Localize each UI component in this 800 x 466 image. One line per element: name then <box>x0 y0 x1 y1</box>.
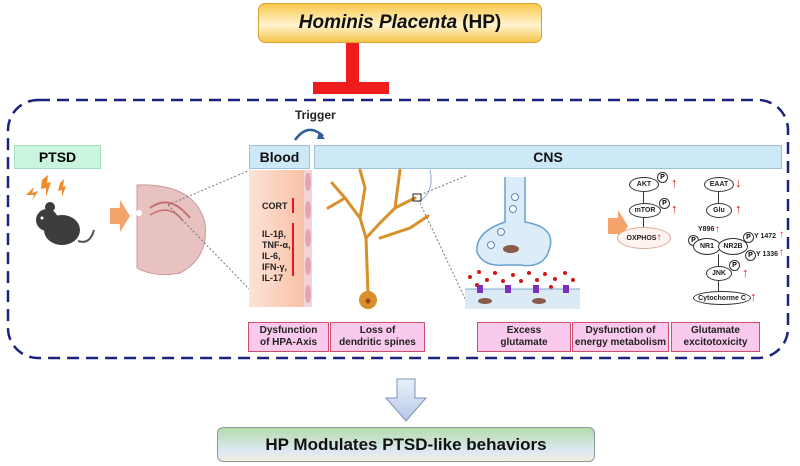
cytokine-ifng: IFN-γ, <box>262 262 288 272</box>
y1336-site: Y 1336 <box>756 251 779 258</box>
inhibition-symbol-stem <box>346 43 359 85</box>
synapse-glutamate-icon <box>465 177 580 309</box>
arrow-nr-jnk <box>718 254 719 266</box>
glu-node: Glu <box>706 203 732 218</box>
vessel-wall-cells <box>304 170 312 307</box>
jnk-node: JNK <box>706 266 732 281</box>
hominis-placenta-title: Hominis Placenta (HP) <box>258 3 542 43</box>
y896-up-arrow-icon: ↑ <box>715 224 720 235</box>
trigger-label: Trigger <box>295 108 336 122</box>
cytokine-il1b: IL-1β, <box>262 229 286 239</box>
outcome-line2: dendritic spines <box>339 337 416 348</box>
arrow-eaat-glu <box>718 191 719 203</box>
synapse-zoom-lines <box>419 174 469 306</box>
cns-label: CNS <box>314 145 782 169</box>
y1336-phospho-tag: P <box>745 250 756 261</box>
akt-up-arrow-icon: ↑ <box>671 175 678 190</box>
cytokine-list: IL-1β, TNF-α, IL-6, IFN-γ, IL-17 <box>262 229 291 284</box>
cort-up-arrow-icon <box>292 198 294 213</box>
outcome-line1: Glutamate <box>691 325 740 336</box>
mtor-node: mTOR <box>629 203 661 218</box>
outcome-line2: energy metabolism <box>574 337 667 348</box>
outcome-line1: Loss of <box>359 325 396 336</box>
y1472-site: Y 1472 <box>754 233 777 240</box>
dashed-frame <box>6 98 790 360</box>
eaat-down-arrow-icon: ↓ <box>735 175 742 190</box>
neuron-dendrite-icon <box>326 168 432 309</box>
down-block-arrow-icon <box>385 378 427 422</box>
jnk-up-arrow-icon: ↑ <box>742 265 749 280</box>
akt-phospho-tag: P <box>657 172 668 183</box>
outcome-line1: Dysfunction <box>259 325 318 336</box>
cytokine-tnfa: TNF-α, <box>262 240 291 250</box>
orange-right-arrow-icon <box>110 200 130 232</box>
jnk-phospho-tag: P <box>729 260 740 271</box>
result-banner: HP Modulates PTSD-like behaviors <box>217 427 595 462</box>
outcome-line1: Dysfunction of <box>585 325 656 336</box>
zoom-dotted-lines <box>167 169 251 291</box>
inhibition-symbol-bar <box>313 82 389 94</box>
title-italic: Hominis Placenta <box>298 12 458 33</box>
y896-site: Y896 <box>698 226 715 233</box>
mtor-up-arrow-icon: ↑ <box>671 201 678 216</box>
outcome-line2: glutamate <box>500 337 548 348</box>
outcome-line1: Excess <box>506 325 542 336</box>
blood-vessel-panel <box>249 170 305 307</box>
blood-label: Blood <box>249 145 310 169</box>
oxphos-up-arrow-icon: ↑ <box>656 232 662 243</box>
cytokine-il17: IL-17 <box>262 273 284 283</box>
cytokine-up-arrow-icon <box>292 223 294 276</box>
oxphos-label: OXPHOS <box>626 234 657 242</box>
arrow-jnk-cyt <box>718 280 719 291</box>
y1336-up-arrow-icon: ↑ <box>779 247 784 258</box>
outcome-line2: of HPA-Axis <box>259 337 318 348</box>
cytokine-il6: IL-6, <box>262 251 281 261</box>
mitochondria-oxphos: OXPHOS ↑ <box>617 227 671 249</box>
cytochrome-c-node: Cytochorme C <box>693 291 751 305</box>
mtor-phospho-tag: P <box>659 198 670 209</box>
cyt-up-arrow-icon: ↑ <box>750 289 757 304</box>
ptsd-label: PTSD <box>14 145 101 169</box>
brain-slice-icon <box>136 184 206 276</box>
glu-up-arrow-icon: ↑ <box>735 201 742 216</box>
nr2b-node: NR2B <box>718 238 748 255</box>
eaat-node: EAAT <box>704 177 734 192</box>
nr1-node: NR1 <box>693 238 721 255</box>
akt-node: AKT <box>629 177 659 192</box>
arrow-mtor-oxphos <box>643 217 644 228</box>
title-suffix: (HP) <box>462 12 502 33</box>
cort-label: CORT <box>262 201 288 211</box>
trigger-curved-arrow-icon <box>293 128 325 141</box>
y1472-up-arrow-icon: ↑ <box>779 229 784 240</box>
outcome-line2: excitotoxicity <box>683 337 748 348</box>
stressed-mouse-icon <box>26 175 95 245</box>
y1472-phospho-tag: P <box>743 232 754 243</box>
arrow-akt-mtor <box>643 191 644 203</box>
